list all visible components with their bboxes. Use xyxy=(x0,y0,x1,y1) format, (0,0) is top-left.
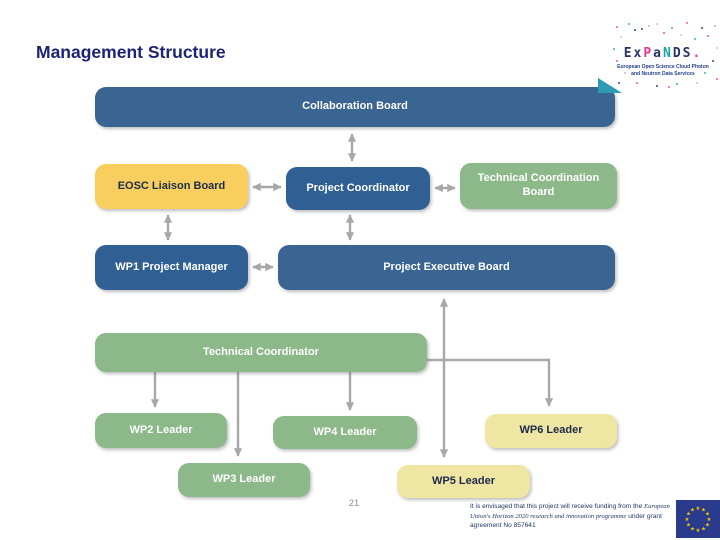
box-collaboration-board: Collaboration Board xyxy=(95,87,615,127)
expands-logo-wordmark: ExPaNDS. xyxy=(606,46,720,61)
eu-flag-icon: ★★★ ★★★ ★★★ ★★★ xyxy=(676,500,720,538)
logo-letter: D xyxy=(672,46,683,61)
logo-tagline: European Open Science Cloud Photon and N… xyxy=(606,64,720,78)
svg-text:★: ★ xyxy=(701,526,706,532)
page-title: Management Structure xyxy=(36,42,226,62)
arrow-tc-wp6 xyxy=(427,358,554,407)
logo-letter: . xyxy=(692,46,703,61)
box-eosc-liaison-board: EOSC Liaison Board xyxy=(95,164,248,209)
confetti-dots-icon xyxy=(608,20,610,22)
svg-text:★: ★ xyxy=(690,507,695,513)
box-project-coordinator: Project Coordinator xyxy=(286,167,430,210)
box-wp5-leader: WP5 Leader xyxy=(397,465,530,498)
svg-text:★: ★ xyxy=(685,517,690,523)
svg-text:★: ★ xyxy=(690,526,695,532)
box-technical-coordination-board: Technical Coordination Board xyxy=(460,163,617,209)
page-number: 21 xyxy=(348,498,360,509)
logo-letter: N xyxy=(663,46,673,61)
logo-letter: E xyxy=(623,46,634,61)
logo-tagline-line1: European Open Science Cloud Photon xyxy=(617,64,709,70)
box-technical-coordinator: Technical Coordinator xyxy=(95,333,427,372)
box-wp3-leader: WP3 Leader xyxy=(178,463,310,497)
funding-text-1: It is envisaged that this project will r… xyxy=(470,503,645,510)
box-wp4-leader: WP4 Leader xyxy=(273,416,417,449)
funding-disclaimer: It is envisaged that this project will r… xyxy=(470,502,672,531)
svg-text:★: ★ xyxy=(707,517,712,523)
svg-text:★: ★ xyxy=(701,507,706,513)
box-wp1-project-manager: WP1 Project Manager xyxy=(95,245,248,290)
box-wp6-leader: WP6 Leader xyxy=(485,414,617,448)
logo-letter: a xyxy=(653,46,663,61)
teal-wedge-icon xyxy=(598,78,622,93)
logo-letter: x xyxy=(633,46,644,61)
funding-text-italic: European Union's Horizon 2020 research a… xyxy=(470,503,670,520)
expands-logo: ExPaNDS. European Open Science Cloud Pho… xyxy=(598,18,720,93)
logo-letter: P xyxy=(643,46,654,61)
logo-tagline-line2: and Neutron Data Services xyxy=(631,71,695,77)
svg-text:★: ★ xyxy=(696,528,701,534)
box-project-executive-board: Project Executive Board xyxy=(278,245,615,290)
svg-text:★: ★ xyxy=(686,511,691,517)
svg-text:★: ★ xyxy=(686,522,691,528)
svg-text:★: ★ xyxy=(696,506,701,512)
logo-letter: S xyxy=(682,46,693,61)
svg-text:★: ★ xyxy=(705,511,710,517)
funding-text-2: under grant agreement No 857641 xyxy=(470,512,662,530)
box-wp2-leader: WP2 Leader xyxy=(95,413,227,448)
svg-text:★: ★ xyxy=(705,522,710,528)
